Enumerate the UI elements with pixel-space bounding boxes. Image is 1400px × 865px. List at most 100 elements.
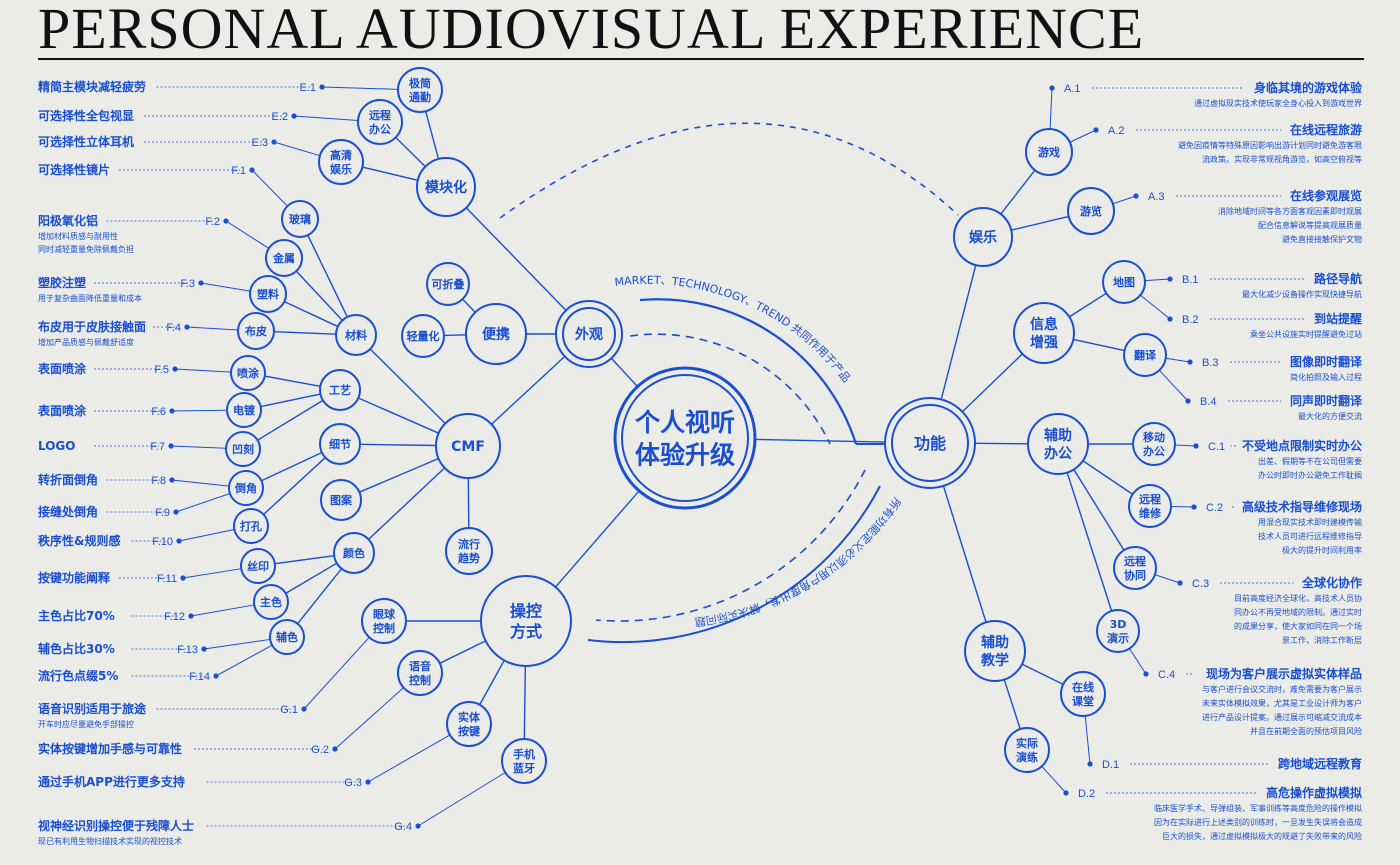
connector-craft-spray [264,375,321,388]
label-code: E.3 [251,137,268,149]
node-main-color: 主色 [253,584,289,620]
node-function: 功能 [884,397,976,489]
connector-office-repair [1082,460,1133,495]
label-title: 高级技术指导维修现场 [1242,499,1362,514]
node-foldable: 可折叠 [426,262,470,306]
connector-detail-dot [263,457,326,515]
label-subtext: 增加材料质感与耐用性 [38,231,118,241]
node-label: 工艺 [329,383,351,397]
node-label: 辅助 [981,634,1009,651]
label-code: D.2 [1078,788,1095,800]
node-label: 功能 [914,434,946,453]
connector-cmf-pattern [359,457,439,493]
label-subtext: 进行产品设计提案。通过展示可缩减交流成本 [1202,712,1362,722]
node-cmf: CMF [435,413,501,479]
label-subtext: 避免因疫情等特殊原因影响出游计划同时避免游客限 [1178,140,1362,150]
node-label: 协同 [1124,568,1146,582]
label-subtext: 景工作，消除工作断层 [1282,635,1362,645]
connector-craft-engrave [257,399,324,441]
node-game: 游戏 [1025,128,1073,176]
label-subtext: 最大化减少设备操作实现快捷导航 [1242,289,1362,299]
label-code: B.4 [1200,396,1217,408]
label-code: F.11 [157,573,177,585]
node-engrave: 凹刻 [225,431,261,467]
label-title: 到站提醒 [1314,311,1362,326]
label-subtext: 极大的提升时间利用率 [1282,545,1362,555]
node-label: 材料 [345,328,367,342]
node-ent: 娱乐 [953,207,1013,267]
node-label: 游戏 [1038,145,1060,159]
node-label: 可折叠 [432,277,465,291]
left-label-e-3: 可选择性立体耳机 E.3 [38,134,321,157]
label-title: 可选择性镜片 [38,162,110,177]
label-subtext: 办公时即时办公避免工作耽搁 [1258,470,1362,480]
label-title: 阳极氧化铝 [38,213,98,228]
node-pattern: 图案 [320,479,362,521]
node-glass: 玻璃 [281,200,319,238]
node-label: 办公 [369,122,391,136]
node-label: 远程 [1139,492,1161,506]
connector-cmf-craft [358,397,439,434]
connector-ent-tour [1011,215,1069,231]
label-title: 不受地点限制实时办公 [1242,438,1362,453]
connector-lines [257,111,1133,740]
node-label: 控制 [373,621,395,635]
connector-color-silk [274,554,335,565]
label-code: C.3 [1192,578,1209,590]
label-title: 表面喷涂 [37,361,87,376]
connector-appearance-modular [465,207,567,311]
node-label: 高清 [330,148,352,162]
connector-cmf-material [369,348,446,424]
connector-color-main_color [285,562,338,594]
label-subtext: 技术人员可进行远程维修指导 [1258,531,1362,541]
label-title: 跨地域远程教育 [1278,756,1362,771]
label-code: B.1 [1182,274,1199,286]
node-label: 娱乐 [330,162,352,176]
node-material: 材料 [335,314,377,356]
label-code: F.4 [166,322,181,334]
label-subtext: 最大化的方便交流 [1298,411,1362,421]
market-arc-solid [639,298,858,445]
node-label: 3D [1110,618,1127,631]
node-aux-color: 辅色 [269,619,305,655]
label-title: 通过手机APP进行更多支持 [38,774,185,789]
node-label: 远程 [369,108,391,122]
user-arc-outer [587,485,881,644]
node-silk: 丝印 [240,548,276,584]
label-title: 全球化协作 [1301,575,1362,590]
connector-info-map [1068,292,1107,318]
label-title: 精简主模块减轻疲劳 [38,79,146,94]
left-label-f-14: 流行色点缀5%F.14 [38,644,273,683]
connector-material-glass [307,234,348,318]
label-subtext: 乘坐公共设施实时提醒避免过站 [1250,329,1362,339]
connector-modular-minimal [425,111,440,160]
node-repair: 远程维修 [1128,484,1172,528]
node-label: 轻量化 [407,329,440,343]
label-title: 可选择性立体耳机 [38,134,134,149]
label-subtext: 现已有利用生物扫描技术实现的视控技术 [38,836,182,846]
node-label: 控制 [409,673,431,687]
node-label: 外观 [575,326,603,343]
node-label: 地图 [1113,275,1135,289]
label-title: 表面喷涂 [37,403,87,418]
node-label: 办公 [1044,445,1072,462]
label-title: 在线参观展览 [1290,188,1362,203]
connector-center-control [554,490,640,588]
connector-color-aux_color [297,568,343,625]
